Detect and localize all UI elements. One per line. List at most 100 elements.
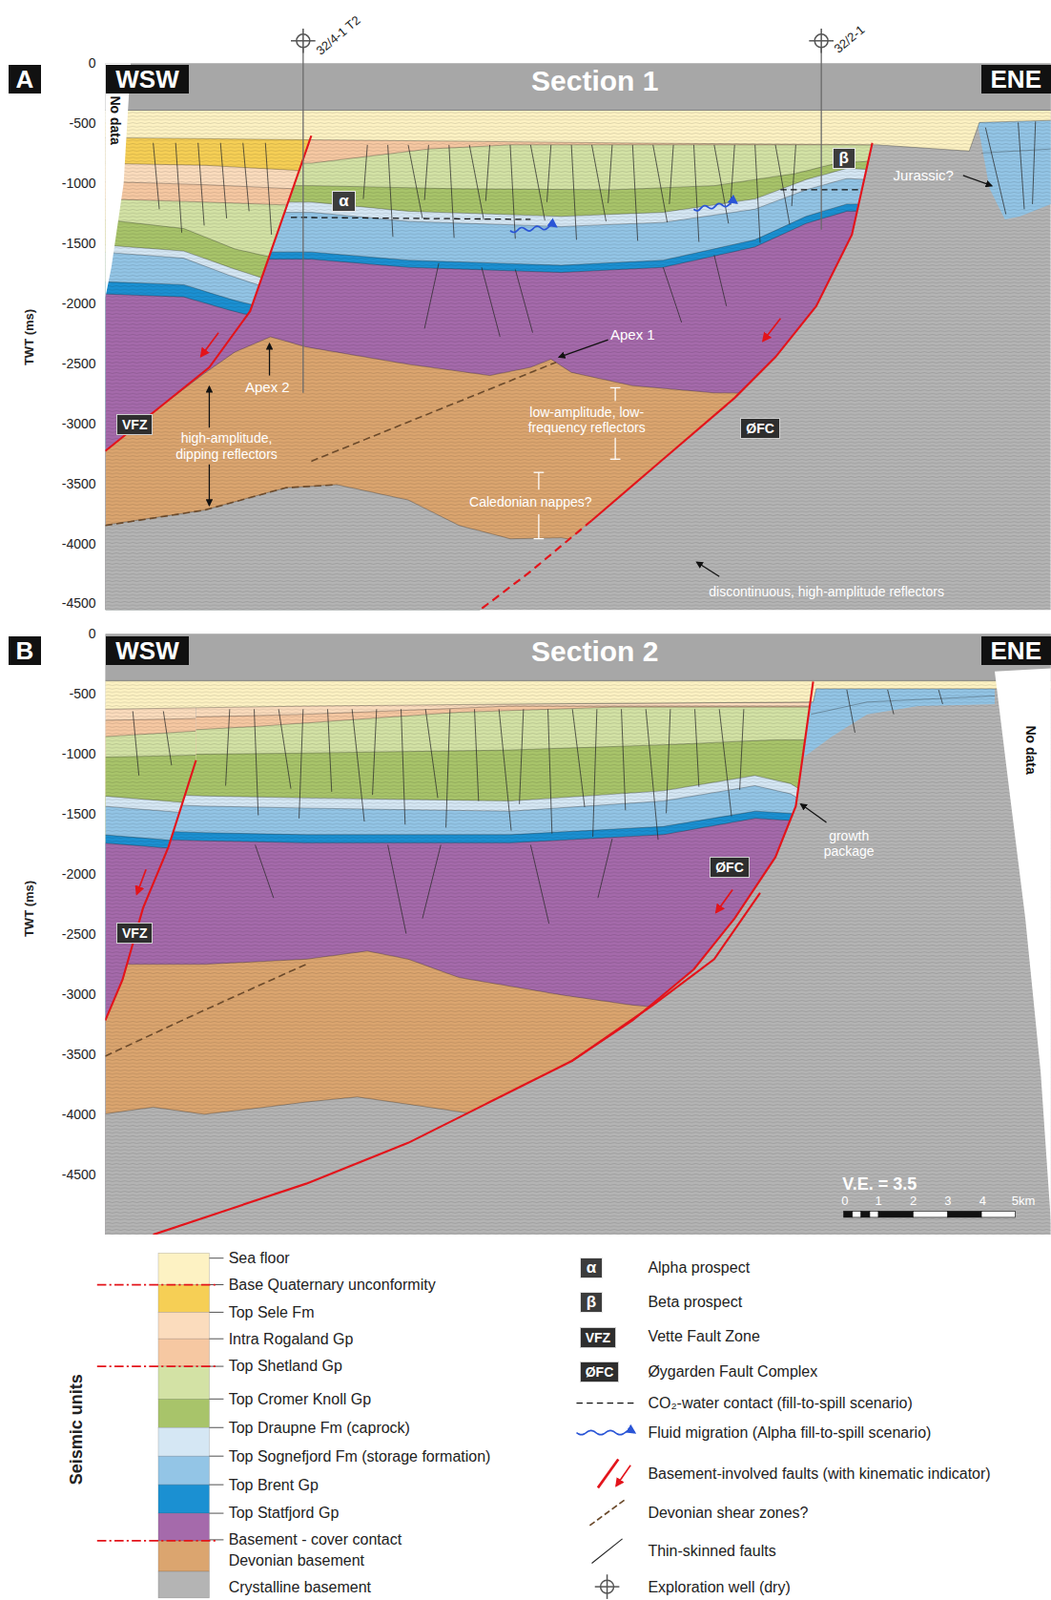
axis-tick-label: -2500 (61, 926, 97, 942)
water-column (104, 62, 1051, 110)
axis-tick-label: -4500 (61, 1166, 97, 1182)
legend-label: Crystalline basement (228, 1578, 371, 1596)
thin-skinned-fault (571, 144, 577, 240)
scale-bar-label: 1 (875, 1194, 883, 1209)
co2-water-contact (290, 217, 531, 220)
legend-swatch (158, 1426, 209, 1456)
legend-leader (208, 1426, 224, 1428)
scale-bar-label: 2 (909, 1194, 917, 1209)
basement-fault (104, 760, 196, 1021)
prospect-tag: α (331, 190, 355, 212)
thin-skinned-fault (255, 844, 274, 899)
thin-skinned-fault (481, 267, 500, 337)
legend-label: Devonian basement (228, 1551, 365, 1569)
legend-label: Thin-skinned faults (647, 1542, 776, 1560)
legend-leader (208, 1257, 224, 1258)
thin-skinned-fault (530, 844, 549, 924)
thin-skinned-fault (485, 144, 490, 202)
axis-tick-label: -1000 (61, 745, 97, 762)
kinematic-indicator (201, 332, 219, 357)
node-label: WSW (115, 64, 179, 94)
prospect-tag: α (579, 1257, 603, 1278)
thin-skinned-fault (1032, 121, 1036, 205)
thin-skinned-fault (515, 268, 533, 332)
panel-title: Section 1 (531, 64, 659, 99)
fault-tag: VFZ (116, 413, 153, 435)
thin-skinned-fault (592, 144, 607, 222)
legend-label: Top Draupne Fm (caprock) (228, 1419, 411, 1437)
legend-label: Top Sognefjord Fm (storage formation) (228, 1447, 492, 1465)
annotation: Jurassic? (893, 166, 954, 184)
thin-skinned-fault (714, 144, 729, 224)
annotation: high-amplitude, dipping reflectors (162, 430, 291, 461)
legend-swatch (158, 1365, 209, 1399)
thin-skinned-fault (351, 708, 365, 822)
axis-tick-label: 0 (88, 625, 97, 641)
direction-tag: ENE (981, 636, 1051, 665)
well-trajectory (821, 47, 823, 229)
legend-leader (208, 1398, 224, 1400)
thin-skinned-fault (621, 708, 626, 810)
bracket (537, 472, 539, 490)
sea-floor (104, 680, 1051, 681)
bracket (537, 514, 539, 539)
axis-tick-label: -1500 (61, 235, 97, 251)
legend-swatch (158, 1252, 209, 1284)
scale-bar-label: 5km (1011, 1194, 1036, 1209)
fluid-migration-arrow (510, 225, 557, 233)
legend-heading: Seismic units (66, 1373, 87, 1484)
no-data-area (994, 668, 1051, 1237)
no-data-note: No data (107, 96, 124, 145)
legend-sample (589, 1499, 624, 1525)
basement-fault (571, 892, 761, 1061)
leader-arrow (268, 343, 270, 375)
no-data-note: No data (1023, 725, 1039, 775)
node-label: VFZ (585, 1328, 611, 1346)
basement-fault (592, 143, 873, 521)
prospect-tag: β (579, 1291, 603, 1313)
axis-tick-label: -4000 (61, 1106, 97, 1122)
thin-skinned-fault (446, 708, 451, 827)
thin-skinned-fault (424, 144, 429, 201)
axis-tick-label: -500 (69, 115, 97, 131)
thin-skinned-fault (653, 144, 668, 223)
annotation: growth package (814, 827, 884, 859)
node-label: α (338, 191, 349, 211)
devonian-shear-zone (104, 964, 307, 1056)
legend-label: Top Shetland Gp (228, 1357, 343, 1375)
node-label: B (16, 636, 35, 665)
thin-skinned-fault (740, 708, 744, 789)
panel-letter: B (8, 636, 42, 665)
legend-leader (208, 1538, 224, 1540)
legend-graphics (97, 1252, 639, 1599)
thin-skinned-fault (474, 708, 479, 801)
prospect-tag: β (832, 147, 856, 169)
node-label: VFZ (122, 415, 147, 433)
thin-skinned-fault (693, 144, 699, 243)
thin-skinned-fault (597, 838, 613, 898)
axis-tick-label: 0 (88, 55, 97, 71)
thin-skinned-fault (425, 708, 438, 798)
annotation: Caledonian nappes? (469, 494, 592, 510)
scale-bar-segment (844, 1211, 853, 1217)
leader-arrow (801, 803, 827, 823)
legend-label: Basement-involved faults (with kinematic… (647, 1464, 990, 1483)
fault-tag: VFZ (116, 922, 153, 944)
legend-sample (616, 1464, 631, 1485)
fault-tag: ØFC (709, 856, 750, 878)
axis-title: TWT (ms) (23, 308, 39, 365)
thin-skinned-fault (163, 710, 172, 765)
thin-skinned-fault (408, 144, 423, 219)
thin-skinned-fault (226, 708, 230, 785)
thin-skinned-fault (422, 844, 441, 919)
node-label: ENE (990, 64, 1042, 94)
fault-tag: VFZ (579, 1326, 617, 1348)
scale-bar-segment (878, 1211, 913, 1217)
thin-skinned-fault (572, 708, 585, 807)
thin-skinned-fault (755, 144, 761, 244)
basement-fault (479, 519, 593, 610)
legend-label: Basement - cover contact (228, 1530, 402, 1548)
thin-skinned-fault (469, 144, 484, 220)
annotation: low-amplitude, low-frequency reflectors (501, 404, 672, 435)
axis-title: TWT (ms) (23, 880, 39, 937)
